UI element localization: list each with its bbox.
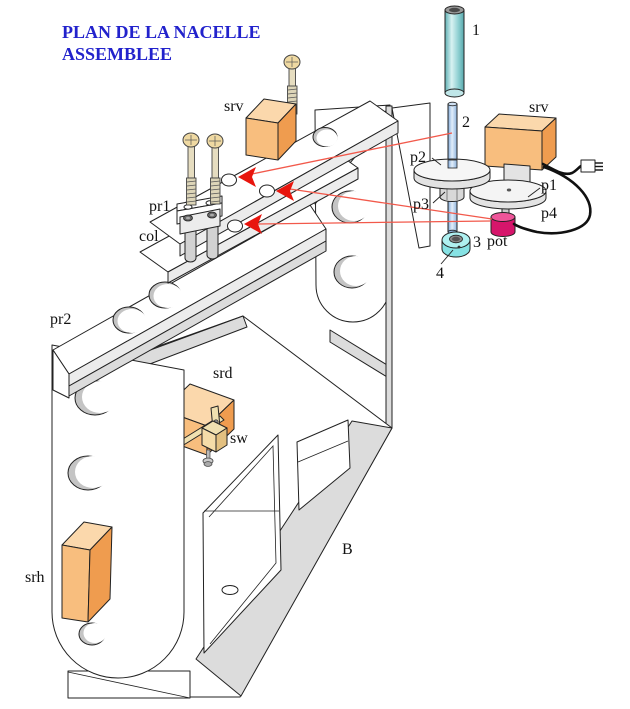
tube-part-1 xyxy=(444,5,465,98)
label-p1: p1 xyxy=(541,177,557,194)
mount-hole-3 xyxy=(227,219,243,233)
label-2: 2 xyxy=(462,114,470,131)
collar-ring-3 xyxy=(441,231,471,258)
page-title-line1: PLAN DE LA NACELLE xyxy=(62,22,261,42)
label-b: B xyxy=(342,541,353,558)
label-pointers xyxy=(431,157,541,265)
servo-cable xyxy=(512,159,603,235)
mount-hole-2 xyxy=(259,184,275,198)
beam-edge xyxy=(385,105,393,431)
label-1: 1 xyxy=(472,22,480,39)
screw xyxy=(182,132,200,206)
disc-p2 xyxy=(413,158,491,190)
label-srv-top: srv xyxy=(224,98,244,115)
frame-b-window xyxy=(296,419,351,511)
label-pr1: pr1 xyxy=(149,198,170,215)
rod-part-2 xyxy=(447,101,458,169)
pr2-hole xyxy=(148,281,183,309)
label-col: col xyxy=(139,228,159,245)
red-arrow xyxy=(238,167,256,187)
inner-hole xyxy=(221,585,239,595)
label-sw: sw xyxy=(230,430,248,447)
label-pr2: pr2 xyxy=(50,311,71,328)
page-title-line2: ASSEMBLEE xyxy=(62,44,172,64)
label-4: 4 xyxy=(436,265,444,282)
bar-a-hole xyxy=(312,127,338,147)
srv-right-servo xyxy=(484,113,557,171)
arm-hole xyxy=(67,455,111,491)
cable-connector xyxy=(580,159,596,173)
sw-switch xyxy=(201,420,228,467)
label-p2: p2 xyxy=(410,149,426,166)
arm-hole xyxy=(78,622,107,646)
exploded-assembly xyxy=(413,5,603,258)
label-srh: srh xyxy=(25,569,45,586)
screw xyxy=(206,133,224,205)
srh-servo xyxy=(61,521,113,623)
beam-hole xyxy=(333,255,372,289)
set-screw-dot xyxy=(457,245,461,249)
assembly-indicators xyxy=(238,132,493,234)
cross-brace xyxy=(329,329,393,381)
label-p3: p3 xyxy=(413,196,429,213)
sw-screw xyxy=(202,449,214,467)
label-3: 3 xyxy=(473,234,481,251)
potentiometer xyxy=(490,212,516,237)
label-p4: p4 xyxy=(541,205,557,222)
disc-center-dot xyxy=(506,188,512,192)
arm-hole xyxy=(74,380,118,416)
beam-end-cap xyxy=(52,349,70,399)
connector-pins xyxy=(595,162,603,171)
label-srv-right: srv xyxy=(529,99,549,116)
label-pot: pot xyxy=(487,233,508,250)
red-arrow xyxy=(276,181,294,201)
red-arrow xyxy=(244,214,262,234)
screw-tip xyxy=(183,211,217,222)
disc-p1 xyxy=(469,179,547,210)
labels-layer: PLAN DE LA NACELLE ASSEMBLEE srv srv pr1… xyxy=(25,22,557,586)
pr2-hole xyxy=(112,306,147,334)
mount-hole-1 xyxy=(221,173,237,187)
pr2-beam xyxy=(52,204,327,399)
rod-lower xyxy=(447,197,458,235)
pr1-hole xyxy=(183,204,193,210)
frame-b-window xyxy=(202,434,282,654)
srv-top-servo xyxy=(245,98,297,161)
label-srd: srd xyxy=(213,365,233,382)
